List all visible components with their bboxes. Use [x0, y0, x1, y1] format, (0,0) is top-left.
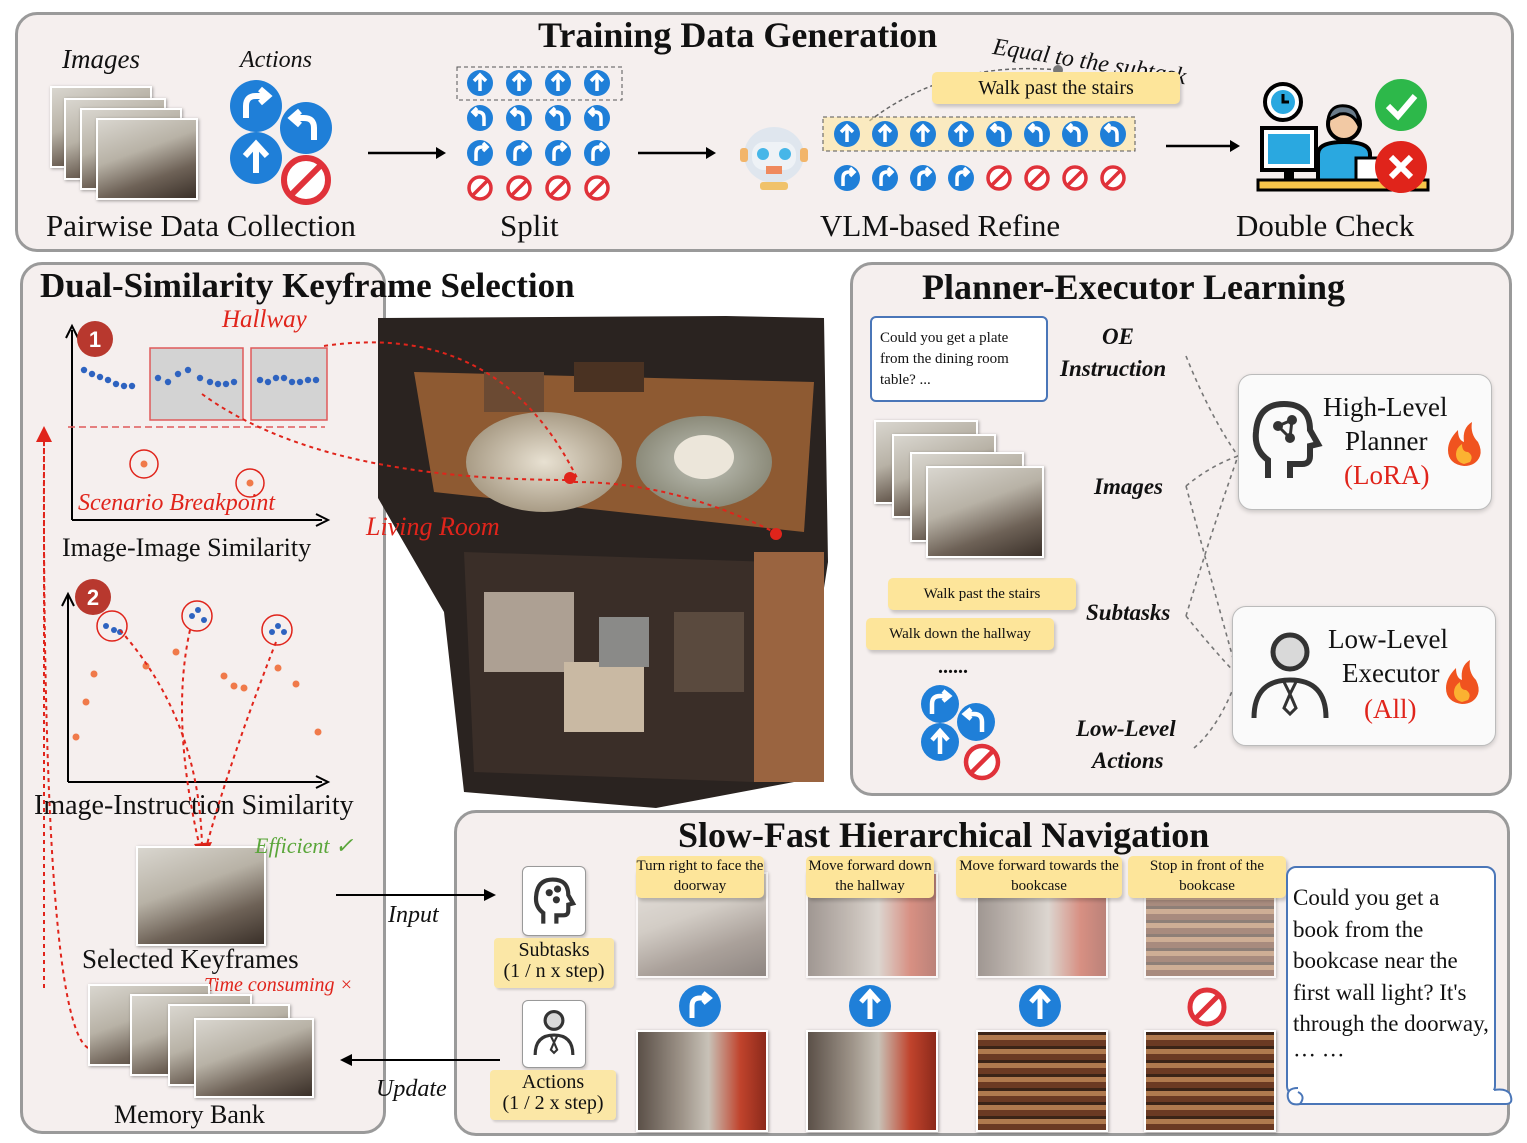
images-label: Images [1094, 474, 1163, 499]
actions-rate-tag: Actions (1 / 2 x step) [490, 1070, 616, 1120]
arrow-2 [638, 147, 716, 159]
images-caption: Images [62, 44, 140, 74]
step-4-bottom-image [1144, 1030, 1276, 1132]
slow-fast-navigation-title: Slow-Fast Hierarchical Navigation [678, 815, 1210, 855]
keyframe-selection-title: Dual-Similarity Keyframe Selection [40, 266, 575, 305]
hallway-link-line [201, 341, 579, 481]
step-1-turn-right-icon [679, 985, 721, 1027]
subtasks-label: Subtasks [1086, 600, 1171, 625]
step-4-caption: Stop in front of the bookcase [1128, 856, 1286, 898]
actions-person-icon [533, 1009, 575, 1056]
memory-bank-label: Memory Bank [114, 1100, 265, 1129]
oe-instruction-text: Could you get a plate from the dining ro… [880, 330, 1009, 388]
badge-2: 2 [75, 579, 111, 615]
vlm-refine-label: VLM-based Refine [820, 208, 1061, 243]
navigation-instruction-text: Could you get a book from the bookcase n… [1293, 885, 1489, 1068]
subtasks-ellipsis: ...... [938, 656, 968, 678]
badge-1-text: 1 [89, 327, 101, 352]
low-level-label-line1: Low-Level [1076, 716, 1176, 741]
training-data-title: Training Data Generation [538, 15, 938, 55]
actions-caption: Actions [240, 47, 312, 73]
action-icons-cluster [230, 80, 332, 205]
subtask-tag-b: Walk down the hallway [866, 618, 1054, 650]
robot-icon [740, 127, 808, 190]
oe-instruction-scroll [870, 316, 1048, 402]
subtasks-brain-icon [533, 877, 577, 924]
arrow-3 [1166, 140, 1240, 152]
step-2-bottom-image [806, 1030, 938, 1132]
planner-executor-title: Planner-Executor Learning [922, 267, 1345, 307]
pairwise-collection-label: Pairwise Data Collection [46, 208, 356, 243]
scenario-breakpoint-label: Scenario Breakpoint [78, 490, 276, 516]
arrow-1 [368, 147, 446, 159]
step-4-stop-icon [1187, 987, 1227, 1027]
navigation-instruction-scroll [1286, 866, 1496, 1096]
executor-title-line2: Executor [1342, 658, 1440, 688]
planner-title-line2: Planner [1345, 426, 1428, 456]
scroll-curl [1286, 1087, 1513, 1106]
refine-icon-rows [822, 116, 1136, 191]
subtasks-rate-label: Subtasks [518, 939, 590, 961]
step-1-caption: Turn right to face the doorway [636, 856, 764, 898]
step-1-bottom-image [636, 1030, 768, 1132]
efficient-label: Efficient ✓ [255, 833, 354, 858]
selected-keyframes-label: Selected Keyframes [82, 944, 299, 974]
fire-icon [1448, 422, 1481, 466]
executor-title-line1: Low-Level [1328, 624, 1448, 654]
split-icon-grid [456, 66, 623, 201]
memory-image-4 [194, 1018, 314, 1098]
update-label: Update [376, 1076, 447, 1102]
living-room-label: Living Room [366, 512, 500, 541]
actions-rate-label: Actions [521, 1071, 585, 1093]
step-2-caption: Move forward down the hallway [806, 856, 934, 898]
input-arrow [336, 889, 496, 901]
planner-image-4 [926, 466, 1044, 558]
oe-label-line2: Instruction [1060, 356, 1167, 381]
image-image-similarity-label: Image-Image Similarity [62, 533, 312, 562]
oe-label-line1: OE [1102, 324, 1134, 349]
selected-keyframe-image [136, 846, 266, 946]
badge-1: 1 [77, 321, 113, 357]
image-stack-4 [96, 118, 198, 200]
subtasks-rate-value: (1 / n x step) [503, 960, 605, 982]
hallway-label: Hallway [222, 306, 307, 333]
time-consuming-label: Time consuming × [204, 974, 354, 996]
badge-2-text: 2 [87, 585, 99, 610]
walk-past-stairs-tag: Walk past the stairs [932, 72, 1180, 104]
split-label: Split [500, 208, 559, 243]
subtask-tag-a: Walk past the stairs [888, 578, 1076, 610]
update-arrow [340, 1054, 500, 1066]
person-icon [1251, 632, 1329, 719]
planner-title-line1: High-Level [1323, 392, 1448, 422]
image-image-similarity-chart [65, 323, 331, 527]
cross-icon [1375, 141, 1427, 193]
step-2-forward-icon [849, 985, 891, 1027]
brain-head-icon [1252, 400, 1323, 478]
step-3-forward-icon [1019, 985, 1061, 1027]
time-arrow-up [42, 439, 89, 1049]
step-3-caption: Move forward towards the bookcase [956, 856, 1122, 898]
fire-icon-2 [1446, 660, 1479, 704]
house-map-3d [378, 316, 828, 808]
executor-all-tag: (All) [1364, 694, 1417, 724]
check-icon [1375, 79, 1427, 131]
executor-action-icons [921, 685, 1001, 781]
low-level-label-line2: Actions [1092, 748, 1164, 773]
step-3-bottom-image [976, 1030, 1108, 1132]
actions-rate-value: (1 / 2 x step) [502, 1092, 604, 1114]
double-check-label: Double Check [1236, 208, 1415, 243]
subtasks-rate-tag: Subtasks (1 / n x step) [494, 938, 614, 988]
planner-lora-tag: (LoRA) [1344, 460, 1430, 490]
input-label: Input [388, 902, 439, 928]
